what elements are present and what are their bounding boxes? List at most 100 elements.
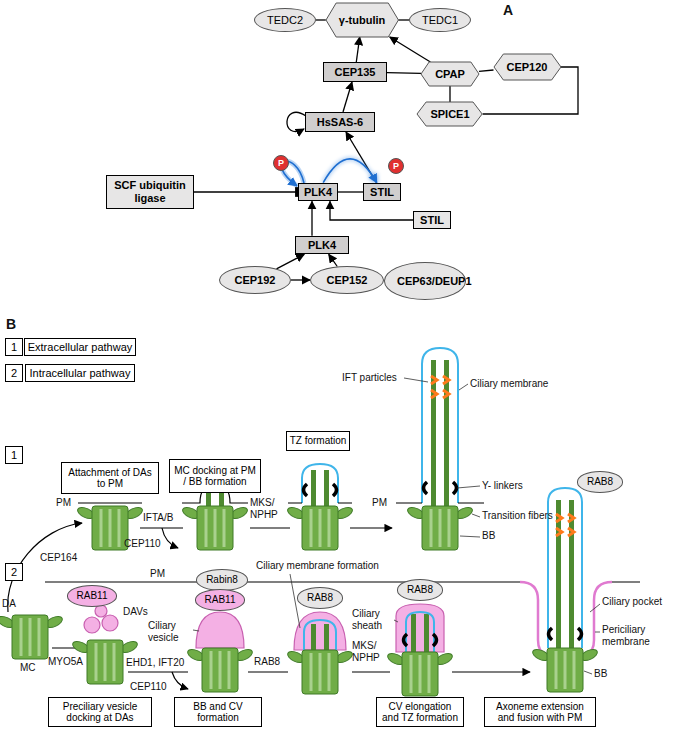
illustration-part: [84, 617, 100, 633]
node-text-group: 2: [11, 367, 17, 380]
annotation-label: CEP110: [124, 538, 161, 550]
node-label: γ-tubulin: [339, 14, 385, 27]
illustration-part: [95, 605, 107, 617]
illustration-part: [386, 651, 454, 696]
illustration-part: [424, 614, 429, 654]
loops: [281, 112, 306, 186]
node-text-group: CV elongation and TZ formation: [380, 701, 460, 724]
node-label: CEP135: [335, 66, 376, 79]
node-text-group: TEDC1: [422, 14, 458, 27]
node-text-group: TEDC2: [267, 14, 303, 27]
annotation-label: EHD1, IFT20: [126, 657, 184, 669]
protein-hexagon: CPAP: [421, 62, 479, 86]
illustration-part: [0, 614, 64, 659]
illustration-part: [396, 502, 484, 503]
process-box: Attachment of DAs to PM: [61, 462, 159, 494]
annotation-label: BB: [594, 668, 607, 680]
node-label: Preciliary vesicle docking at DAs: [52, 701, 148, 724]
node-text-group: RAB11: [77, 590, 108, 602]
process-box: HsSAS-6: [305, 112, 375, 132]
node-label: STIL: [370, 186, 394, 199]
hexagon-shape: [494, 54, 561, 80]
connector: [338, 191, 363, 192]
node-label: 2: [11, 367, 17, 380]
hexagon-shape: [326, 3, 398, 37]
illustration-part: [294, 612, 346, 650]
process-box: STIL: [413, 211, 451, 230]
phospho-circle: P: [388, 158, 404, 174]
illustration-part: [422, 348, 458, 503]
illustration-part: [288, 502, 352, 503]
annotation-label: Ciliary vesicle: [148, 620, 192, 643]
illustration-part: [556, 514, 574, 522]
annotation-label: Transition fibers: [482, 510, 553, 522]
process-box: CV elongation and TZ formation: [376, 697, 464, 727]
illustration-part: [302, 464, 338, 503]
node-text-group: PLK4: [304, 186, 332, 199]
node-label: SPICE1: [430, 108, 469, 121]
protein-ellipse: RAB11: [195, 589, 245, 610]
annotation-label: Ciliary pocket: [602, 596, 662, 608]
node-label: TEDC2: [267, 14, 303, 27]
extracellular-row: [8, 348, 484, 612]
illustration-part: [431, 390, 449, 398]
node-text-group: CEP63/DEUP1: [397, 275, 453, 288]
annotation-label: MKS/ NPHP: [250, 497, 284, 520]
illustration-part: [286, 505, 354, 550]
illustration-part: [78, 502, 142, 503]
illustration-part: [520, 582, 612, 654]
illustration-part: [287, 112, 306, 131]
node-text-group: HsSAS-6: [317, 116, 363, 129]
node-text-group: P: [393, 161, 399, 171]
process-box: 2: [5, 563, 23, 582]
connector: [277, 254, 305, 268]
node-text-group: Intracellular pathway: [30, 367, 131, 380]
annotation-label: A: [503, 2, 513, 18]
connector: [390, 37, 431, 62]
illustration-part: [396, 604, 444, 652]
node-text-group: BB and CV formation: [178, 701, 258, 724]
annotation-label: MKS/ NPHP: [352, 640, 386, 663]
annotation-label: Ciliary membrane formation: [256, 560, 379, 572]
node-text-group: SCF ubiquitin ligase: [110, 179, 190, 204]
process-box: Axoneme extension and fusion with PM: [484, 697, 596, 727]
illustration-part: [406, 612, 434, 652]
illustration-part: [172, 672, 188, 689]
illustration-part: [556, 528, 574, 536]
node-label: CV elongation and TZ formation: [380, 701, 460, 724]
node-label: Intracellular pathway: [30, 367, 131, 380]
connector: [194, 191, 298, 192]
node-label: RAB8: [587, 476, 613, 488]
node-text-group: Attachment of DAs to PM: [65, 467, 155, 490]
connector: [291, 279, 310, 280]
node-text-group: STIL: [420, 214, 444, 227]
illustration-part: [431, 376, 449, 384]
process-box: Extracellular pathway: [24, 338, 137, 357]
process-box: MC docking at PM / BB formation: [169, 459, 261, 493]
illustration-part: [286, 649, 354, 694]
connector: [323, 159, 377, 183]
hexagon-shape: [421, 62, 479, 86]
node-label: RAB8: [307, 592, 333, 604]
node-text-group: RAB8: [587, 476, 613, 488]
protein-ellipse: RAB11: [67, 585, 117, 606]
node-label: Rabin8: [206, 574, 238, 586]
illustration-part: [548, 488, 582, 648]
process-box: TZ formation: [286, 431, 351, 451]
phospho-circle: P: [273, 155, 289, 171]
connector: [398, 19, 409, 20]
node-label: RAB8: [407, 584, 433, 596]
node-label: CEP120: [507, 61, 548, 74]
node-label: Axoneme extension and fusion with PM: [488, 701, 592, 724]
annotation-label: DAVs: [123, 606, 148, 618]
node-text-group: CEP135: [335, 66, 376, 79]
node-text-group: 1: [11, 341, 17, 354]
process-box: Preciliary vesicle docking at DAs: [48, 697, 152, 727]
node-label: PLK4: [304, 186, 332, 199]
protein-ellipse: Rabin8: [196, 569, 248, 590]
connector: [479, 70, 494, 71]
illustration-part: [45, 581, 640, 582]
illustration-part: [304, 620, 336, 650]
illustration-part: [311, 624, 316, 652]
node-text-group: PLK4: [308, 239, 336, 252]
